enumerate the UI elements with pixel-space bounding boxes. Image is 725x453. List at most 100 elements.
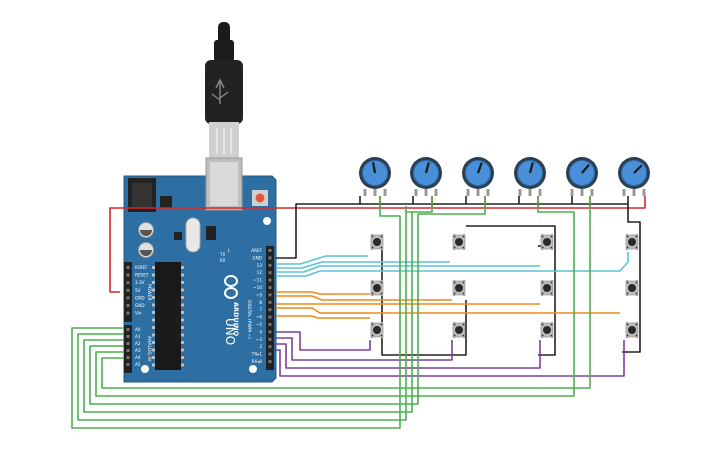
- pin-label: ~6: [256, 315, 263, 320]
- pin-label: A3: [135, 348, 141, 353]
- pin-label: A0: [135, 327, 141, 332]
- potentiometer[interactable]: [462, 157, 494, 196]
- potentiometer-indicator: [372, 161, 377, 174]
- digital-pin-labels: AREF GND 13 12 ~11 ~10 ~9 8 7 ~6 ~5 4 ~3 2TX▸1RX◂0: [251, 248, 263, 364]
- wire-5v[interactable]: [109, 196, 646, 293]
- pin-label: 2: [259, 344, 262, 349]
- wire-row2[interactable]: [276, 291, 370, 295]
- pushbutton-cap[interactable]: [543, 326, 551, 334]
- pin-label: A1: [135, 334, 141, 339]
- pushbutton-cap[interactable]: [455, 284, 463, 292]
- usb-cable-neck: [214, 40, 234, 62]
- pin-label: A2: [135, 341, 141, 346]
- potentiometers[interactable]: [359, 157, 650, 196]
- pushbutton-cap[interactable]: [628, 326, 636, 334]
- wire-row3[interactable]: [276, 331, 371, 351]
- digital-header: [266, 246, 274, 370]
- digital-label: DIGITAL (PWM ~): [246, 300, 252, 339]
- potentiometer[interactable]: [618, 157, 650, 196]
- mount-hole: [263, 217, 271, 225]
- wire-row1[interactable]: [276, 255, 368, 265]
- usb-cable-strain: [218, 22, 230, 44]
- pushbutton-cap[interactable]: [543, 284, 551, 292]
- pin-label: IOREF: [135, 265, 148, 270]
- usb-plug-body: [205, 60, 243, 124]
- pushbutton[interactable]: [370, 234, 384, 250]
- usb-cable[interactable]: [205, 22, 243, 160]
- pushbutton[interactable]: [540, 280, 554, 296]
- potentiometer-indicator: [528, 162, 534, 174]
- pushbutton-cap[interactable]: [373, 238, 381, 246]
- l-label: L: [228, 248, 231, 253]
- wire-gnd-taps[interactable]: [359, 196, 629, 204]
- potentiometer[interactable]: [566, 157, 598, 196]
- potentiometer-indicator: [424, 162, 430, 174]
- pin-label: A5: [135, 362, 141, 367]
- voltage-regulator: [160, 196, 172, 208]
- pushbutton-cap[interactable]: [543, 238, 551, 246]
- pushbutton[interactable]: [370, 280, 384, 296]
- arduino-logo-icon: [224, 275, 238, 299]
- power-header: [124, 262, 132, 322]
- pin-label: 12: [257, 270, 263, 275]
- pushbutton[interactable]: [452, 322, 466, 338]
- pin-label: A4: [135, 355, 141, 360]
- potentiometer-indicator: [581, 163, 590, 174]
- wire-gnd[interactable]: [276, 203, 628, 259]
- pin-label: ~10: [253, 285, 262, 290]
- potentiometer[interactable]: [410, 157, 442, 196]
- reset-button-cap[interactable]: [255, 193, 265, 203]
- power-label: POWER: [146, 284, 152, 301]
- pin-label: Vin: [135, 311, 142, 316]
- pushbutton-cap[interactable]: [373, 284, 381, 292]
- wire-analog[interactable]: [71, 196, 401, 429]
- pushbutton[interactable]: [540, 234, 554, 250]
- brand-label: ARDUINO: [232, 302, 240, 337]
- pin-label: 4: [259, 329, 262, 334]
- pin-label: 13: [257, 263, 263, 268]
- potentiometer-indicator: [476, 162, 483, 174]
- pin-label: 7: [259, 307, 262, 312]
- pin-label: GND: [252, 255, 262, 260]
- pushbutton-cap[interactable]: [628, 238, 636, 246]
- pushbutton-cap[interactable]: [373, 326, 381, 334]
- pin-label: AREF: [251, 248, 262, 253]
- pushbutton[interactable]: [452, 234, 466, 250]
- pushbutton[interactable]: [625, 280, 639, 296]
- pin-label: ~11: [253, 278, 262, 283]
- chip-pins: [152, 266, 184, 367]
- pin-label: GND: [135, 303, 145, 308]
- pushbutton-cap[interactable]: [455, 238, 463, 246]
- potentiometer-indicator: [633, 164, 643, 174]
- arduino-board[interactable]: TX RX L ARDUINO UNO DIGITAL (PWM ~) POWE…: [123, 157, 277, 383]
- pin-label: RESET: [135, 273, 149, 278]
- pin-label: ~3: [256, 337, 263, 342]
- pushbutton[interactable]: [370, 322, 384, 338]
- pushbuttons[interactable]: [370, 234, 639, 338]
- pin-label: GND: [135, 295, 145, 300]
- mount-hole: [141, 365, 149, 373]
- pin-label: TX▸1: [251, 352, 263, 357]
- atmega-chip: [155, 262, 181, 370]
- pin-label: ~9: [256, 292, 263, 297]
- pushbutton-cap[interactable]: [455, 326, 463, 334]
- potentiometer[interactable]: [514, 157, 546, 196]
- pin-label: 3.3V: [135, 280, 145, 285]
- analog-label: ANALOG IN: [146, 336, 152, 361]
- tx-label: TX: [219, 252, 225, 257]
- pushbutton-cap[interactable]: [628, 284, 636, 292]
- pushbutton[interactable]: [625, 234, 639, 250]
- rx-label: RX: [220, 258, 226, 263]
- pin-label: RX◂0: [251, 359, 262, 364]
- pin-label: ~5: [256, 322, 263, 327]
- mount-hole: [249, 365, 257, 373]
- pushbutton[interactable]: [625, 322, 639, 338]
- potentiometer[interactable]: [359, 157, 391, 196]
- usb-symbol-icon: [211, 78, 229, 104]
- pin-label: 8: [259, 300, 262, 305]
- pushbutton[interactable]: [452, 280, 466, 296]
- pushbutton[interactable]: [540, 322, 554, 338]
